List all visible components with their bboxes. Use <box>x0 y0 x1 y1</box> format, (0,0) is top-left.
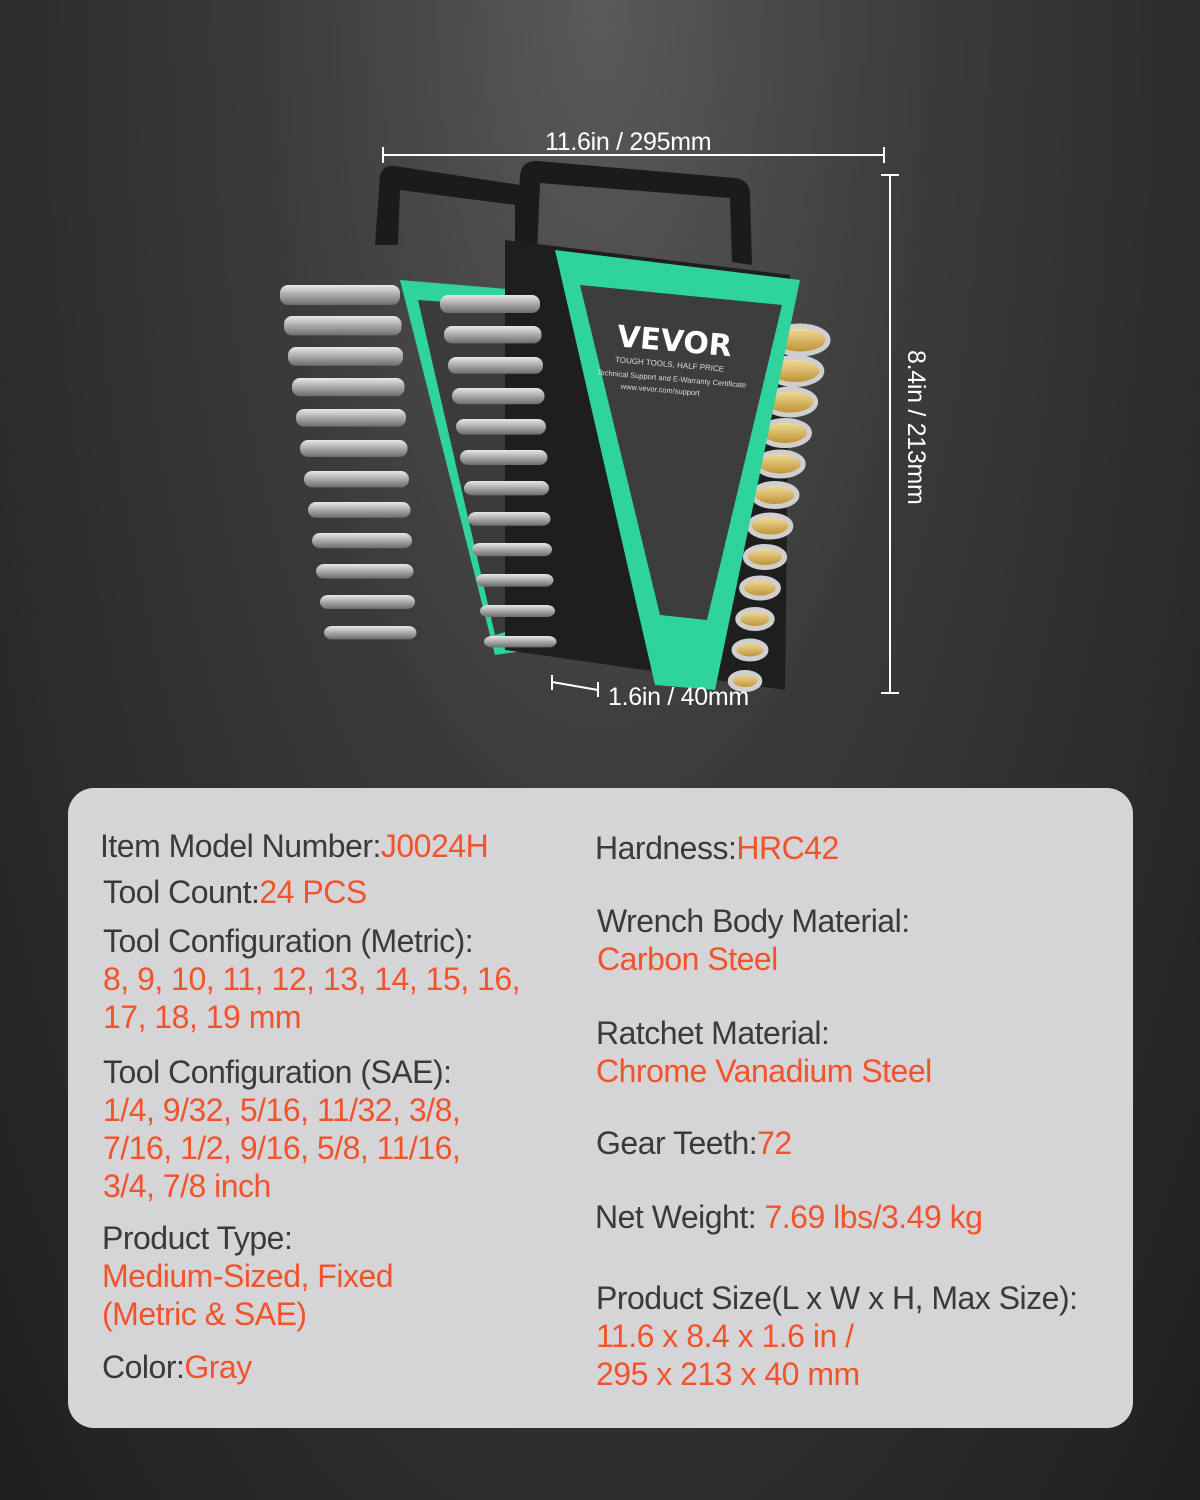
spec-body-material: Wrench Body Material:Carbon Steel <box>597 903 910 977</box>
ratchet-ring-head <box>735 607 775 631</box>
wrench-head <box>476 574 554 587</box>
spec-net-weight: Net Weight: 7.69 lbs/3.49 kg <box>595 1199 983 1235</box>
wrench-head <box>288 347 403 366</box>
ratchet-ring-head <box>750 481 800 509</box>
wrench-head <box>460 450 548 465</box>
wrench-head <box>456 419 546 435</box>
ratchet-ring-head <box>727 670 763 692</box>
wrench-head <box>484 636 557 648</box>
wrench-head <box>440 295 540 313</box>
spec-sae-config: Tool Configuration (SAE):1/4, 9/32, 5/16… <box>103 1054 461 1204</box>
spec-gear-teeth: Gear Teeth:72 <box>596 1125 792 1161</box>
spec-product-type: Product Type:Medium-Sized, Fixed(Metric … <box>102 1220 394 1332</box>
dimension-lines <box>382 147 899 697</box>
ratchet-ring-head <box>731 638 769 662</box>
wrench-head <box>480 605 555 617</box>
wrench-head <box>320 595 415 609</box>
spec-color: Color:Gray <box>102 1349 252 1385</box>
front-rack: VEVOR TOUGH TOOLS, HALF PRICE Technical … <box>440 160 831 692</box>
wrench-head <box>296 409 406 427</box>
wrench-head <box>468 512 551 526</box>
wrench-head <box>284 316 402 336</box>
specs-panel <box>68 788 1133 1428</box>
wrench-head <box>472 543 552 557</box>
spec-model-number: Item Model Number:J0024H <box>100 828 489 864</box>
height-dimension-label: 8.4in / 213mm <box>902 350 930 505</box>
ratchet-ring-head <box>742 544 788 570</box>
wrench-head <box>444 326 542 344</box>
wrench-head <box>280 285 400 305</box>
ratchet-ring-head <box>746 512 794 540</box>
ratchet-ring-head <box>754 449 806 479</box>
wrench-head <box>464 481 549 496</box>
spec-ratchet-material: Ratchet Material:Chrome Vanadium Steel <box>596 1015 932 1089</box>
spec-hardness: Hardness:HRC42 <box>595 830 839 866</box>
wrench-set-product-image: VEVOR TOUGH TOOLS, HALF PRICE Technical … <box>280 147 899 697</box>
wrench-head <box>292 378 405 397</box>
wrench-head <box>448 357 543 374</box>
depth-dimension-label: 1.6in / 40mm <box>608 683 749 711</box>
wrench-head <box>316 564 414 579</box>
wrench-head <box>308 502 411 518</box>
spec-product-size: Product Size(L x W x H, Max Size):11.6 x… <box>596 1280 1078 1392</box>
spec-tool-count: Tool Count:24 PCS <box>103 874 367 910</box>
wrench-head <box>312 533 412 549</box>
ratchet-ring-head <box>739 575 781 601</box>
spec-metric-config: Tool Configuration (Metric):8, 9, 10, 11… <box>103 923 521 1035</box>
wrench-head <box>324 626 417 640</box>
wrench-head <box>300 440 408 457</box>
width-dimension-label: 11.6in / 295mm <box>545 128 712 156</box>
wrench-head <box>304 471 409 488</box>
wrench-head <box>452 388 545 405</box>
